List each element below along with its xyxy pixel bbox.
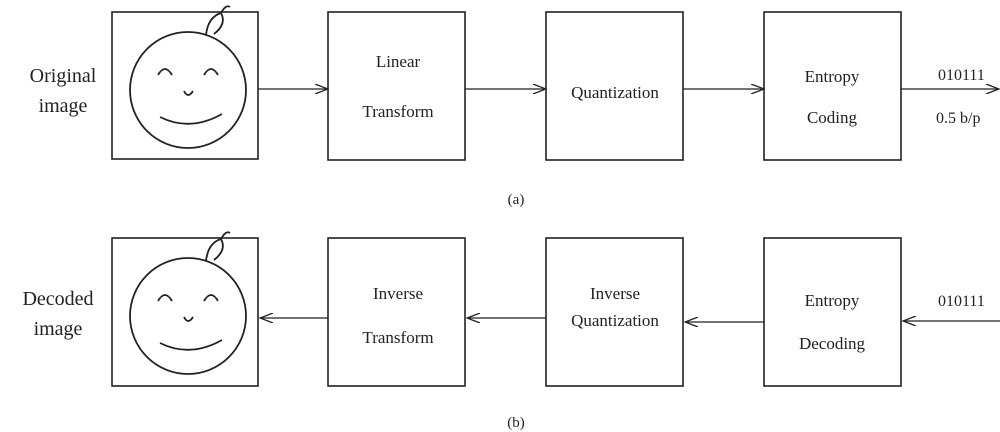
input-label-line2: image <box>39 95 88 117</box>
linear-transform-block <box>327 11 466 161</box>
entropy-coding-line1: Entropy <box>805 67 860 86</box>
quantization-label: Quantization <box>571 83 659 102</box>
output-rate: 0.5 b/p <box>936 110 980 127</box>
entropy-decoding-block <box>763 237 902 387</box>
face-icon <box>129 5 247 149</box>
output-label-line1: Decoded <box>22 288 93 310</box>
input-bits: 010111 <box>938 293 985 310</box>
output-label-line2: image <box>34 318 83 340</box>
inverse-transform-line1: Inverse <box>373 284 423 303</box>
diagram-b: Decoded image Inverse Transform Inverse … <box>22 231 1000 431</box>
inverse-transform-block <box>327 237 466 387</box>
inverse-quantization-line1: Inverse <box>590 284 640 303</box>
diagram-a: Original image Linear Transform Quantiza… <box>30 5 999 208</box>
decoded-image-box <box>111 237 259 387</box>
output-bits: 010111 <box>938 67 985 84</box>
inverse-quantization-line2: Quantization <box>571 311 659 330</box>
face-icon <box>129 231 247 375</box>
inverse-transform-line2: Transform <box>362 328 433 347</box>
entropy-decoding-line1: Entropy <box>805 291 860 310</box>
linear-transform-line2: Transform <box>362 102 433 121</box>
caption-b: (b) <box>507 415 525 431</box>
entropy-coding-line2: Coding <box>807 108 858 127</box>
quantization-block <box>545 11 684 161</box>
entropy-coding-block <box>763 11 902 161</box>
caption-a: (a) <box>508 192 525 208</box>
original-image-box <box>111 11 259 160</box>
linear-transform-line1: Linear <box>376 52 421 71</box>
inverse-quantization-block <box>545 237 684 387</box>
input-label-line1: Original <box>30 65 97 87</box>
entropy-decoding-line2: Decoding <box>799 334 866 353</box>
